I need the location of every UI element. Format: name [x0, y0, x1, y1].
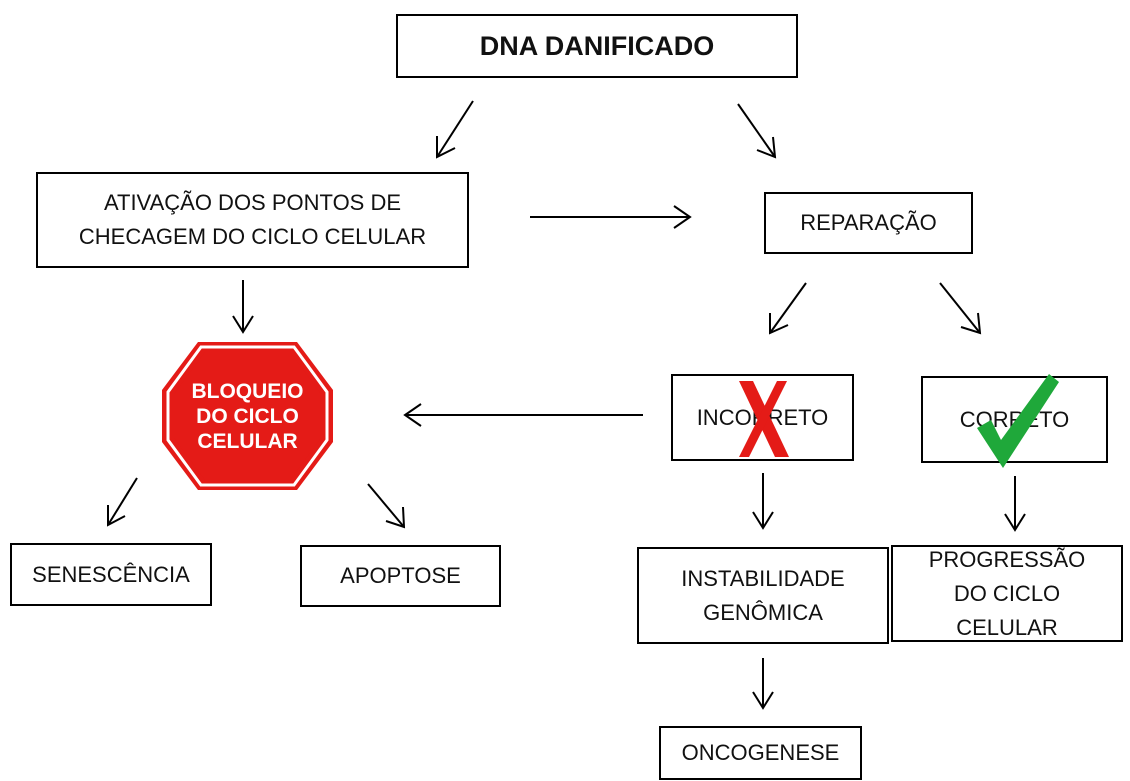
red-x-mark-icon — [739, 381, 789, 457]
node-apoptose: APOPTOSE — [300, 545, 501, 607]
node-reparacao-label: REPARAÇÃO — [800, 210, 937, 235]
node-reparacao: REPARAÇÃO — [764, 192, 973, 254]
arrow-dna-to-reparacao — [737, 103, 776, 158]
node-correto: CORRETO — [921, 374, 1108, 468]
node-oncogenese-label: ONCOGENESE — [681, 740, 840, 765]
arrow-incorreto-to-instabilidade-head — [752, 511, 774, 530]
arrow-dna-to-ativacao — [436, 100, 474, 158]
arrow-reparacao-to-incorreto — [769, 282, 807, 334]
node-senescencia-label: SENESCÊNCIA — [32, 561, 190, 587]
node-dna-danificado: DNA DANIFICADO — [396, 14, 798, 78]
arrow-reparacao-to-incorreto-head — [769, 313, 789, 335]
node-ativacao-label: ATIVAÇÃO DOS PONTOS DE CHECAGEM DO CICLO… — [78, 190, 427, 249]
arrow-incorreto-to-bloqueio-head — [403, 403, 422, 427]
arrow-dna-to-ativacao-head — [436, 136, 456, 159]
node-oncogenese: ONCOGENESE — [659, 726, 862, 780]
node-instabilidade: INSTABILIDADE GENÔMICA — [637, 547, 889, 644]
node-apoptose-label: APOPTOSE — [340, 563, 461, 588]
arrow-ativacao-to-bloqueio-head — [232, 315, 254, 334]
arrow-bloqueio-to-senescencia-head — [107, 505, 126, 527]
node-progressao-label: PROGRESSÃO DO CICLO CELULAR — [928, 546, 1086, 640]
arrow-correto-to-progressao-head — [1004, 513, 1026, 532]
arrow-bloqueio-to-apoptose-head — [385, 506, 406, 529]
arrow-ativacao-to-reparacao-head — [673, 205, 692, 229]
stop-sign-icon — [162, 342, 333, 490]
arrow-bloqueio-to-senescencia — [107, 477, 138, 526]
node-bloqueio: BLOQUEIO DO CICLO CELULAR — [160, 340, 335, 492]
node-incorreto: INCORRETO — [671, 374, 854, 461]
node-ativacao: ATIVAÇÃO DOS PONTOS DE CHECAGEM DO CICLO… — [36, 172, 469, 268]
arrow-reparacao-to-correto-head — [960, 312, 982, 335]
arrow-reparacao-to-correto — [939, 282, 981, 334]
node-dna-danificado-label: DNA DANIFICADO — [479, 31, 715, 61]
node-instabilidade-label: INSTABILIDADE GENÔMICA — [681, 565, 845, 625]
green-check-mark-icon — [977, 374, 1059, 468]
node-progressao: PROGRESSÃO DO CICLO CELULAR — [891, 545, 1123, 642]
node-bloqueio-label: BLOQUEIO DO CICLO CELULAR — [191, 379, 304, 453]
node-senescencia: SENESCÊNCIA — [10, 543, 212, 606]
arrow-instabilidade-to-oncogenese-head — [752, 691, 774, 710]
arrow-bloqueio-to-apoptose — [367, 483, 405, 528]
arrow-dna-to-reparacao-head — [756, 136, 777, 159]
